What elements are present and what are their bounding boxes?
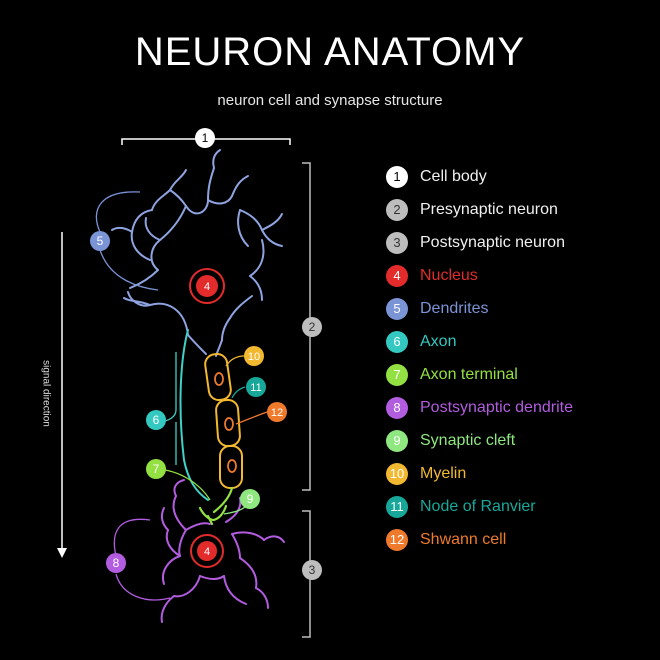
legend-label: Postsynaptic dendrite <box>420 398 573 416</box>
legend-item: 3 Postsynaptic neuron <box>386 226 573 259</box>
legend-badge: 12 <box>386 528 408 551</box>
schwann-cell-nuclei <box>214 372 237 473</box>
legend-badge: 8 <box>386 396 408 419</box>
badge-6: 6 <box>146 410 166 430</box>
legend-item: 4 Nucleus <box>386 259 573 292</box>
page-title: NEURON ANATOMY <box>134 30 526 74</box>
svg-text:6: 6 <box>153 413 160 427</box>
legend-badge: 9 <box>386 429 408 452</box>
legend-label: Synaptic cleft <box>420 431 516 449</box>
svg-text:4: 4 <box>204 281 210 293</box>
axon-terminal <box>198 486 234 526</box>
svg-text:11: 11 <box>250 382 261 394</box>
legend-badge: 3 <box>386 231 408 254</box>
legend-item: 7 Axon terminal <box>386 358 573 391</box>
legend-badge: 5 <box>386 297 408 320</box>
legend-label: Shwann cell <box>420 530 507 548</box>
signal-direction-label: signal direction <box>40 360 52 427</box>
svg-text:2: 2 <box>309 320 316 334</box>
presynaptic-dendrites <box>111 149 283 357</box>
callout-badges: 1 2 3 5 6 7 8 9 10 11 12 <box>90 128 322 580</box>
svg-text:1: 1 <box>202 131 209 145</box>
axon <box>179 329 209 501</box>
svg-text:10: 10 <box>248 351 260 363</box>
legend-item: 10 Myelin <box>386 457 573 490</box>
legend-label: Axon <box>420 332 457 350</box>
legend-label: Postsynaptic neuron <box>420 233 565 251</box>
badge-2: 2 <box>302 317 322 337</box>
legend-item: 1 Cell body <box>386 160 573 193</box>
legend-item: 6 Axon <box>386 325 573 358</box>
svg-text:5: 5 <box>97 234 104 248</box>
legend-badge: 7 <box>386 363 408 386</box>
legend-item: 5 Dendrites <box>386 292 573 325</box>
legend-badge: 6 <box>386 330 408 353</box>
legend-badge: 11 <box>386 495 408 518</box>
badge-5: 5 <box>90 231 110 251</box>
legend-item: 2 Presynaptic neuron <box>386 193 573 226</box>
legend-label: Cell body <box>420 167 487 185</box>
svg-text:8: 8 <box>113 556 120 570</box>
svg-text:9: 9 <box>247 492 254 506</box>
legend-label: Dendrites <box>420 299 489 317</box>
page-subtitle: neuron cell and synapse structure <box>217 92 443 109</box>
legend-badge: 4 <box>386 264 408 287</box>
svg-text:3: 3 <box>309 563 316 577</box>
badge-11: 11 <box>246 377 266 397</box>
legend-badge: 1 <box>386 165 408 188</box>
legend-label: Axon terminal <box>420 365 518 383</box>
svg-text:7: 7 <box>153 462 160 476</box>
legend-label: Myelin <box>420 464 467 482</box>
legend-item: 8 Postsynaptic dendrite <box>386 391 573 424</box>
legend-item: 9 Synaptic cleft <box>386 424 573 457</box>
badge-10: 10 <box>244 346 264 366</box>
legend-badge: 2 <box>386 198 408 221</box>
signal-direction-arrow <box>57 232 67 558</box>
postsynaptic-nucleus: 4 <box>190 534 224 568</box>
badge-12: 12 <box>267 402 287 422</box>
legend-item: 12 Shwann cell <box>386 523 573 556</box>
svg-text:12: 12 <box>271 407 283 419</box>
legend-label: Presynaptic neuron <box>420 200 558 218</box>
badge-7: 7 <box>146 459 166 479</box>
svg-text:4: 4 <box>204 546 210 558</box>
presynaptic-nucleus: 4 <box>189 268 225 304</box>
legend-label: Nucleus <box>420 266 478 284</box>
legend-label: Node of Ranvier <box>420 497 536 515</box>
badge-3: 3 <box>302 560 322 580</box>
legend-item: 11 Node of Ranvier <box>386 490 573 523</box>
badge-8: 8 <box>106 553 126 573</box>
badge-9: 9 <box>240 489 260 509</box>
legend-badge: 10 <box>386 462 408 485</box>
badge-1: 1 <box>195 128 215 148</box>
